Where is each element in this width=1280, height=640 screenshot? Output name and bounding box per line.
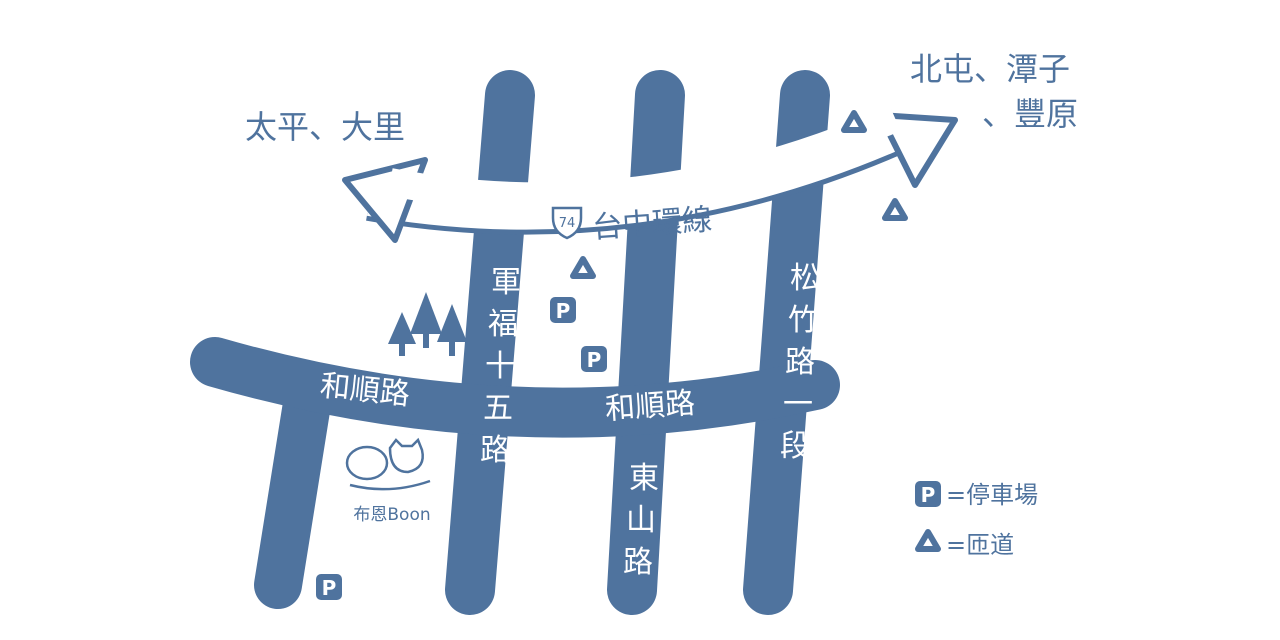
road-label-heshun-east: 和順路 — [604, 386, 696, 427]
road-label-dongshan: 路 — [623, 545, 653, 580]
ramp-triangle-icon — [915, 529, 941, 552]
road-label-junfu: 路 — [480, 433, 510, 468]
road-label-songzhu: 松 — [790, 261, 820, 296]
destination-east-1: 北屯、潭子 — [910, 50, 1070, 88]
road-label-junfu: 軍 — [491, 265, 521, 300]
road-label-songzhu: 竹 — [788, 303, 818, 338]
road-left — [254, 361, 334, 609]
road-label-junfu: 五 — [483, 391, 513, 426]
parking-icon: P — [581, 346, 607, 372]
logo-text: 布恩Boon — [353, 505, 430, 525]
destination-west: 太平、大里 — [245, 108, 405, 146]
parking-icon: P — [316, 574, 342, 600]
road-label-dongshan: 東 — [629, 461, 659, 496]
highway-name: 台中環線 — [591, 202, 713, 245]
legend-ramp-label: =匝道 — [946, 531, 1014, 559]
svg-text:P: P — [921, 483, 936, 507]
road-label-songzhu: 路 — [785, 345, 815, 380]
road-label-dongshan: 山 — [626, 503, 656, 538]
parking-icons: P P P P — [316, 297, 941, 600]
road-label-junfu: 福 — [488, 307, 518, 342]
ramp-triangle-icon — [841, 110, 867, 133]
svg-text:P: P — [556, 299, 571, 323]
destination-east-2: 、豐原 — [982, 95, 1078, 133]
road-junfu — [445, 70, 535, 615]
svg-text:P: P — [587, 348, 602, 372]
highway-number: 74 — [559, 216, 576, 231]
ramp-triangle-icon — [570, 256, 596, 279]
road-heshun — [190, 337, 840, 438]
ramp-triangle-icon — [882, 198, 908, 221]
parking-icon: P — [915, 481, 941, 507]
highway-arrow — [342, 105, 958, 243]
svg-text:P: P — [322, 576, 337, 600]
parking-icon: P — [550, 297, 576, 323]
highway-74-shield-icon: 74 — [551, 206, 583, 240]
legend-parking-label: =停車場 — [946, 481, 1038, 509]
road-label-junfu: 十 — [485, 349, 515, 384]
road-label-songzhu: 一 — [783, 387, 813, 422]
dog-and-cat-logo — [345, 437, 431, 491]
road-label-songzhu: 段 — [780, 429, 810, 464]
tree-icon — [388, 292, 467, 356]
